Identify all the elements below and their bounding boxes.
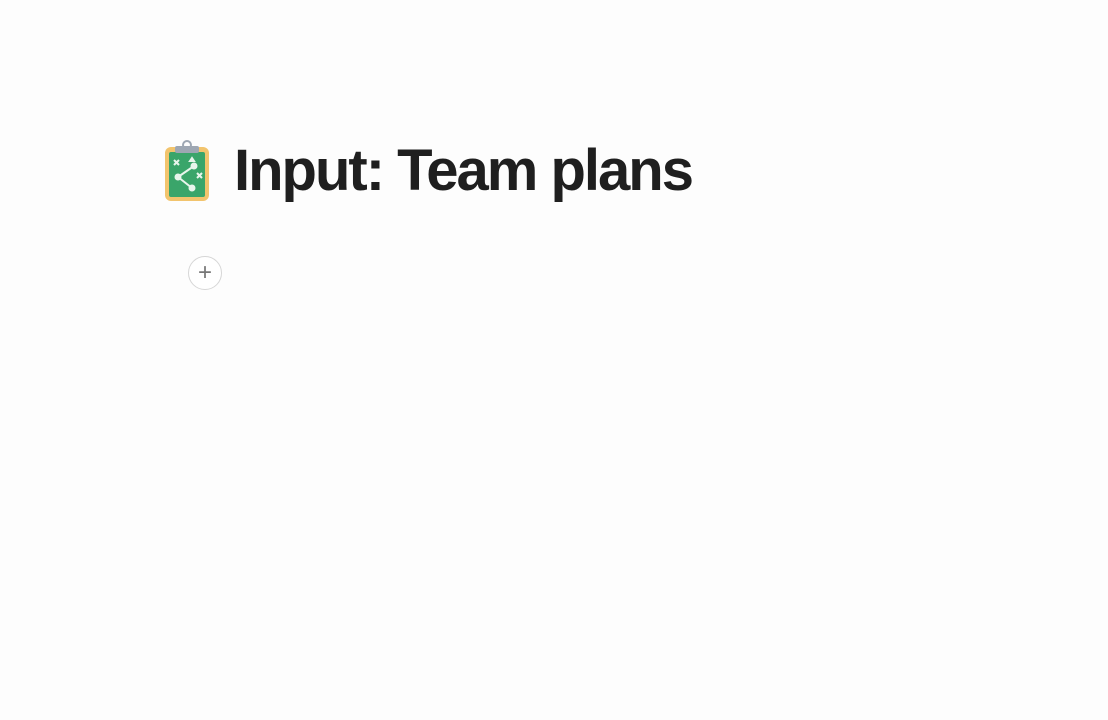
clipboard-icon[interactable]	[164, 140, 210, 202]
add-block-button[interactable]: +	[188, 256, 222, 290]
page-title[interactable]: Input: Team plans	[234, 138, 694, 203]
plus-icon: +	[197, 259, 212, 286]
page-header: Input: Team plans	[164, 138, 694, 204]
